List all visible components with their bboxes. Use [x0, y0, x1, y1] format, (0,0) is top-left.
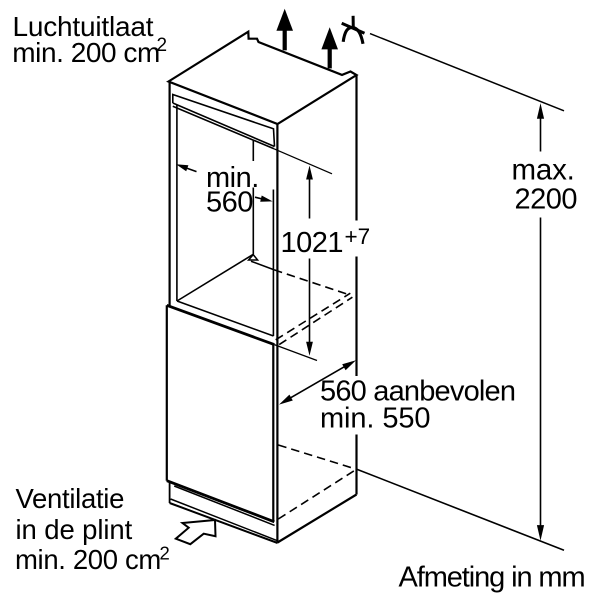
svg-text:2: 2 — [160, 543, 170, 564]
svg-text:min. 550: min. 550 — [320, 403, 430, 435]
svg-text:Ventilatie: Ventilatie — [16, 483, 125, 514]
svg-text:min. 200 cm: min. 200 cm — [15, 544, 161, 575]
svg-text:+7: +7 — [345, 224, 371, 249]
svg-text:Afmeting in mm: Afmeting in mm — [399, 562, 585, 594]
svg-text:max.: max. — [512, 154, 575, 187]
svg-text:min. 200 cm: min. 200 cm — [12, 37, 160, 68]
svg-text:min.: min. — [206, 162, 259, 194]
svg-text:in de plint: in de plint — [16, 514, 133, 545]
svg-text:Luchtuitlaat: Luchtuitlaat — [13, 11, 154, 42]
svg-text:1021: 1021 — [281, 227, 344, 259]
svg-text:560: 560 — [206, 187, 253, 219]
svg-text:2200: 2200 — [515, 184, 578, 216]
svg-text:2: 2 — [157, 35, 168, 56]
svg-text:560 aanbevolen: 560 aanbevolen — [320, 376, 515, 408]
